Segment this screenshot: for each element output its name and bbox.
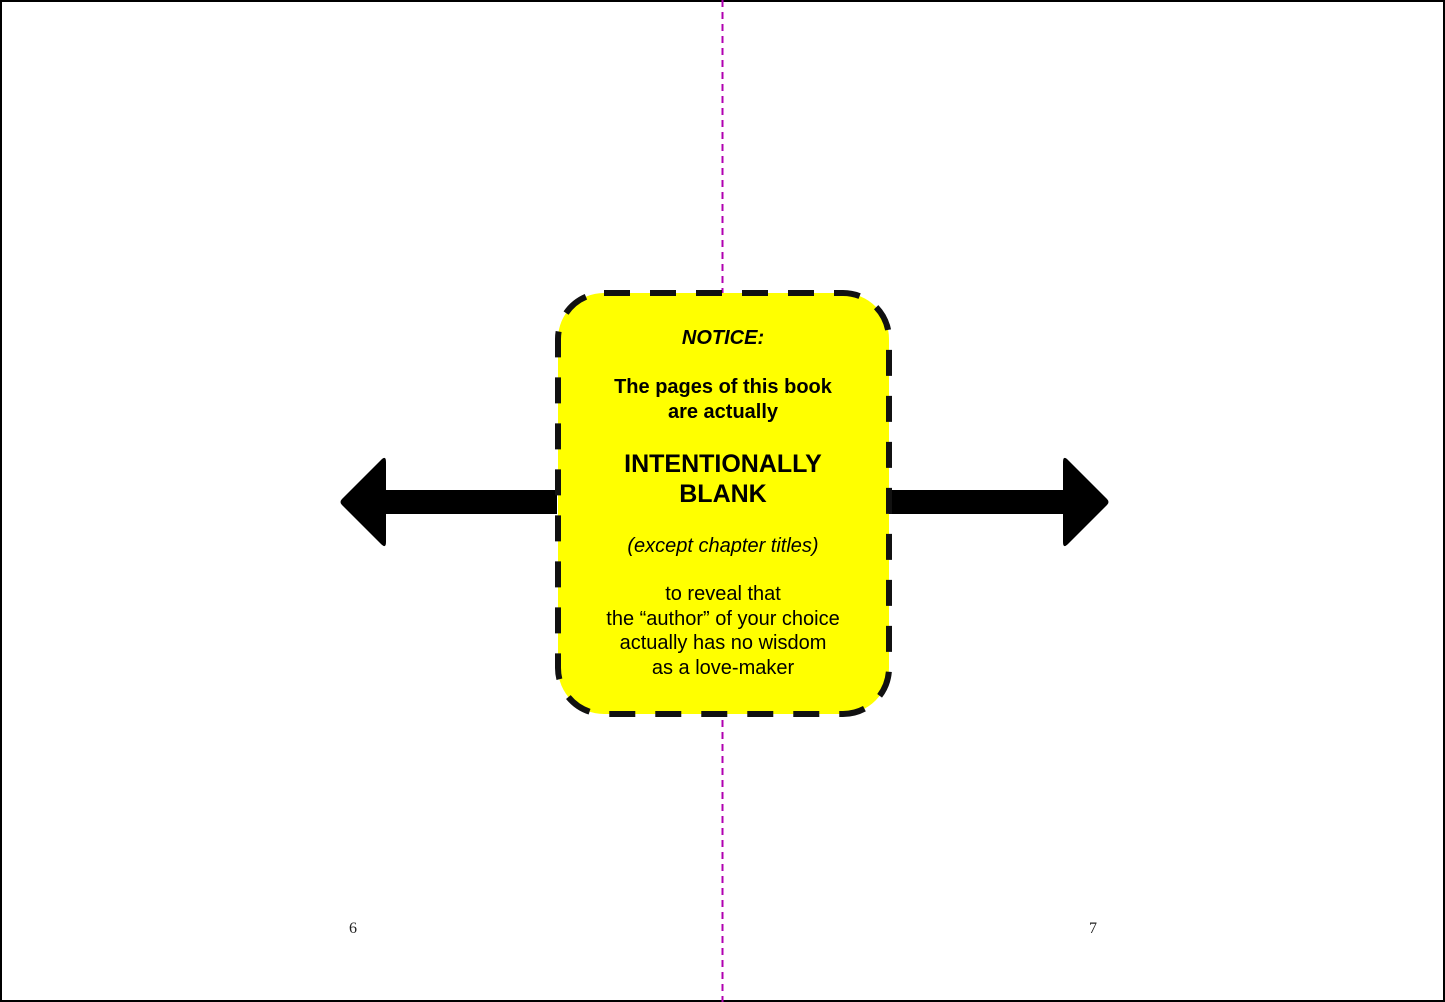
notice-line2: are actually [667,401,779,423]
notice-body2: the “author” of your choice [606,608,840,630]
page-number-left: 6 [349,920,357,937]
notice-body3: actually has no wisdom [619,632,827,654]
notice-heading: NOTICE: [681,327,765,349]
notice-big1: INTENTIONALLY [624,450,822,478]
right-arrow-icon [889,457,1109,547]
notice-aside: (except chapter titles) [627,535,819,557]
left-arrow-icon [340,457,557,547]
notice-line1: The pages of this book [614,376,832,398]
notice-panel: NOTICE: The pages of this book are actua… [560,296,886,712]
page-number-right: 7 [1089,920,1097,937]
notice-body4: as a love-maker [651,657,795,679]
notice-body1: to reveal that [665,583,781,605]
notice-box [555,290,892,717]
notice-big2: BLANK [679,480,767,508]
